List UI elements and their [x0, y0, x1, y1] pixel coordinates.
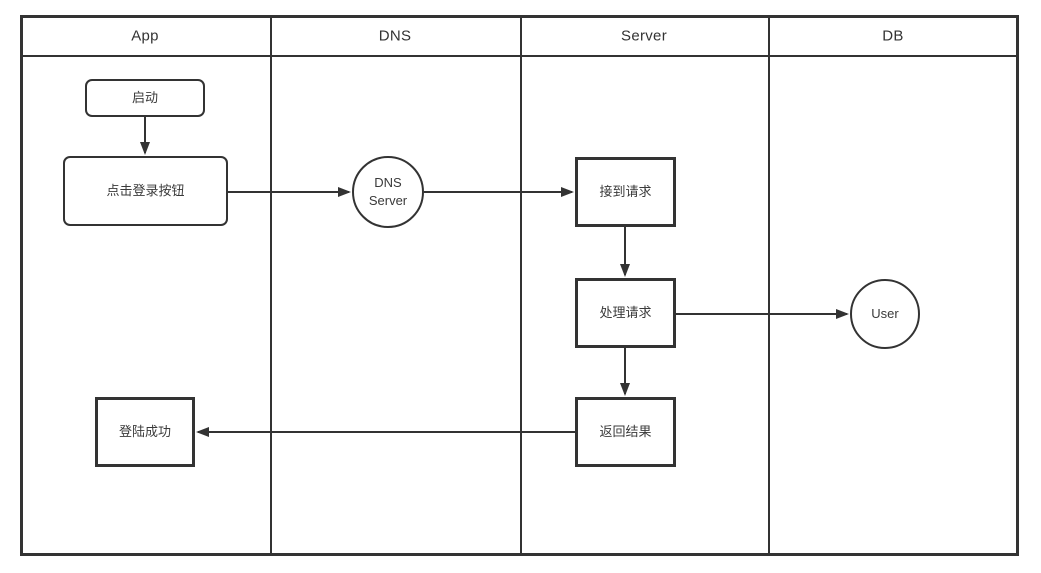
lane-header-dns: DNS	[378, 27, 412, 45]
header-separator-line	[20, 55, 1019, 57]
node-process-request[interactable]: 处理请求	[575, 278, 676, 348]
node-start[interactable]: 启动	[85, 79, 205, 117]
node-user[interactable]: User	[850, 279, 920, 349]
node-return-result-label: 返回结果	[599, 424, 652, 440]
node-dns-server-label-line2: Server	[368, 193, 408, 208]
lane-divider-dns-server	[520, 15, 522, 556]
node-login-success-label: 登陆成功	[118, 424, 171, 440]
swimlane-frame	[20, 15, 1019, 556]
lane-header-server: Server	[621, 27, 667, 45]
node-start-label: 启动	[131, 90, 158, 106]
node-receive-request-label: 接到请求	[599, 184, 652, 200]
node-click-login-button[interactable]: 点击登录按钮	[63, 156, 228, 226]
node-dns-server[interactable]: DNS Server	[352, 156, 424, 228]
node-return-result[interactable]: 返回结果	[575, 397, 676, 467]
node-user-label: User	[871, 306, 899, 322]
node-dns-server-label-line1: DNS	[374, 175, 402, 191]
lane-header-app: App	[131, 27, 159, 45]
lane-divider-app-dns	[270, 15, 272, 556]
lane-header-db: DB	[882, 27, 904, 45]
node-click-login-label: 点击登录按钮	[106, 183, 185, 199]
node-login-success[interactable]: 登陆成功	[95, 397, 195, 467]
lane-divider-server-db	[768, 15, 770, 556]
node-receive-request[interactable]: 接到请求	[575, 157, 676, 227]
node-process-request-label: 处理请求	[599, 305, 652, 321]
